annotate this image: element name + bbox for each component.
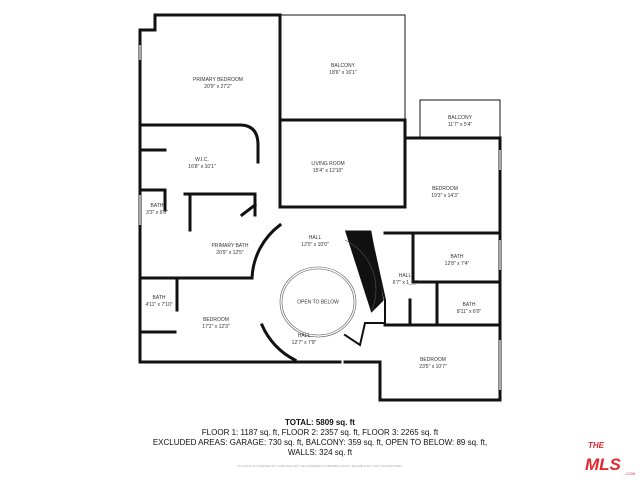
balcony-railing: [279, 14, 406, 121]
wall: [138, 276, 254, 334]
wall: [138, 13, 342, 364]
wall: [383, 231, 502, 327]
wall: [343, 136, 502, 402]
total-area: TOTAL: 5809 sq. ft: [285, 418, 355, 427]
svg-text:MLS: MLS: [585, 455, 622, 474]
stair-wall: [344, 230, 384, 313]
svg-text:THE: THE: [588, 441, 605, 450]
mls-logo: THE MLS .COM: [585, 441, 635, 476]
room-label: OPEN TO BELOW: [297, 299, 339, 306]
room-label: W.I.C.16'8" x 10'1": [188, 157, 216, 170]
wall: [138, 123, 260, 164]
wall: [138, 148, 258, 232]
wall: [250, 222, 298, 363]
open-to-below-railing: [279, 266, 357, 338]
area-summary: TOTAL: 5809 sq. ft FLOOR 1: 1187 sq. ft,…: [0, 418, 640, 458]
excluded-areas: EXCLUDED AREAS: GARAGE: 730 sq. ft, BALC…: [152, 438, 488, 447]
open-to-below-railing: [281, 268, 355, 336]
wall-area: WALLS: 324 sq. ft: [287, 448, 353, 457]
balcony-railing: [419, 99, 501, 139]
wall: [153, 13, 282, 122]
staircase: [344, 239, 377, 311]
svg-text:.COM: .COM: [625, 471, 635, 476]
wall: [278, 118, 407, 209]
disclaimer: FLOOR PLAN CREATED BY CUBICASA APP. MEAS…: [237, 464, 403, 468]
window: [139, 45, 501, 390]
floor-areas: FLOOR 1: 1187 sq. ft, FLOOR 2: 2357 sq. …: [201, 428, 439, 437]
